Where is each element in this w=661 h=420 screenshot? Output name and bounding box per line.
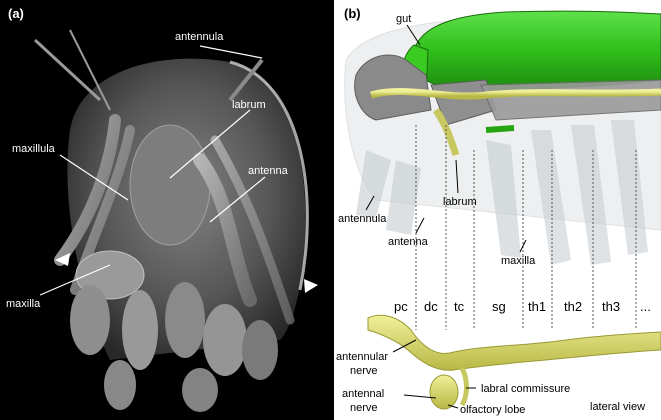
panel-b-reconstruction: pc dc tc sg th1 th2 th3 ... (b) gut ante… [336,0,661,420]
panel-a-letter: (a) [8,6,24,21]
limb-shape-7 [182,368,218,412]
leader-antenna-b [415,217,425,234]
segment-th1: th1 [528,299,546,314]
limb-shape-6 [104,360,136,410]
leader-antennula-b [365,195,375,211]
label-maxilla-b: maxilla [501,255,536,267]
arrowhead-left [55,253,70,266]
leader-olfactory-lobe [447,404,459,409]
appendage-maxilla [486,140,521,258]
label-antennula-b: antennula [338,213,387,225]
label-labral-commissure: labral commissure [481,383,570,395]
segment-pc: pc [394,299,408,314]
label-antennal-nerve-1: antennal [342,388,384,400]
carapace-rim [229,60,309,291]
maxillula-shape [54,114,121,266]
antenna-shape-2 [210,135,295,325]
segment-dividers [415,125,637,330]
leader-antennula [199,45,263,59]
gut-shape [415,10,661,91]
panel-b-figure: pc dc tc sg th1 th2 th3 ... (b) gut ante… [336,6,661,416]
antennula-shape-right [228,58,264,102]
leader-maxilla [39,264,111,296]
label-antennular-nerve-2: nerve [350,365,378,377]
antennula-shape-left2 [69,29,111,111]
limb-shape-1 [70,285,110,355]
labrum-nerve [433,108,460,157]
gut-branch [485,125,515,133]
leader-antennal-nerve [403,394,437,399]
labral-commissure-shape [459,366,469,407]
antennula-shape-left [33,38,102,102]
leader-labrum-b [455,159,459,194]
antenna-shape [193,153,257,307]
appendage-antenna [386,160,421,235]
appendage-antennula [356,150,391,218]
limb-shape-3 [165,282,205,358]
limb-shape-4 [203,304,247,376]
leader-maxillula [59,154,129,201]
segment-th2: th2 [564,299,582,314]
label-antennular-nerve-1: antennular [336,351,388,363]
label-antennula-a: antennula [175,31,224,43]
panel-a-figure: (a) antennula labrum maxillula antenna m… [6,6,318,412]
leader-antenna [209,176,266,223]
segment-sg: sg [492,299,506,314]
leader-gut [406,24,421,46]
segment-more: ... [640,299,651,314]
appendage-th3 [611,120,648,255]
leader-antennular-nerve [392,339,417,353]
segment-dc: dc [424,299,438,314]
label-labrum-b: labrum [443,196,477,208]
leader-labrum [169,109,251,179]
labrum-shape [129,124,211,246]
limb-shape-5 [242,320,278,380]
label-olfactory-lobe: olfactory lobe [460,404,525,416]
nerve-cord-lateral [367,314,661,371]
appendage-th2 [571,125,611,265]
arrowhead-right [304,279,318,293]
nerve-3d [370,87,661,100]
segment-th3: th3 [602,299,620,314]
panel-b-letter: (b) [344,6,361,21]
label-labrum-a: labrum [232,99,266,111]
limb-shape-2 [122,290,158,370]
tissue-gray-front [354,54,432,121]
label-antenna-b: antenna [388,236,429,248]
label-antennal-nerve-2: nerve [350,402,378,414]
leader-maxilla-b [519,239,527,253]
label-maxilla-a: maxilla [6,298,41,310]
label-maxillula-a: maxillula [12,143,56,155]
olfactory-lobe-shape [429,374,459,410]
label-gut: gut [396,13,411,25]
panel-a-micro-ct: (a) antennula labrum maxillula antenna m… [0,0,334,420]
appendage-th1 [531,130,571,265]
label-antenna-a: antenna [248,165,289,177]
label-lateral-view: lateral view [590,401,645,413]
segment-tc: tc [454,299,465,314]
